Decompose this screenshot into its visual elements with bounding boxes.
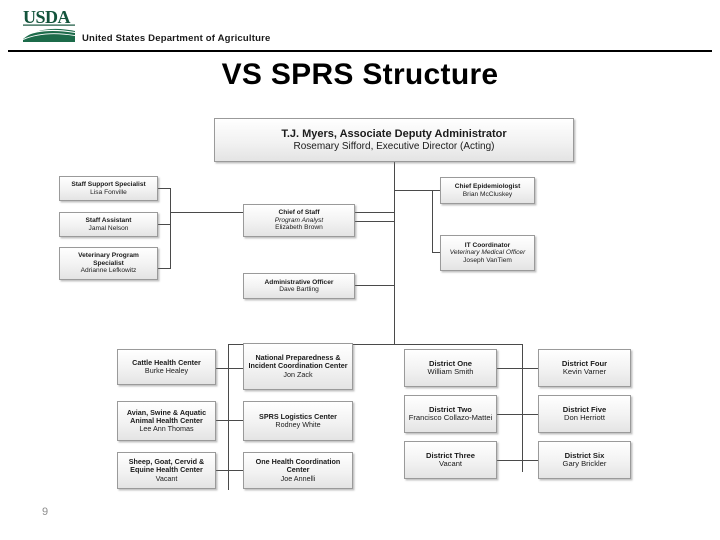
connector-center-left-2 [216, 420, 229, 421]
node-chief-epidemiologist[interactable]: Chief Epidemiologist Brian McCluskey [440, 177, 535, 204]
connector-center-mid-2 [228, 420, 243, 421]
node-district-five[interactable]: District Five Don Herriott [538, 395, 631, 433]
node-title: Veterinary Program Specialist [78, 252, 139, 267]
usda-header: USDA United States Department of Agricul… [0, 0, 720, 52]
page-title: VS SPRS Structure [221, 58, 499, 91]
node-name: Joseph VanTiem [463, 256, 512, 264]
connector-right-staff-1 [432, 190, 440, 191]
node-name: Gary Brickler [562, 459, 607, 468]
node-administrative-officer[interactable]: Administrative Officer Dave Bartling [243, 273, 355, 299]
connector-district-row-2 [497, 414, 538, 415]
connector-district-row-3 [497, 460, 538, 461]
node-title: IT Coordinator [464, 241, 511, 249]
header-divider [8, 50, 712, 52]
node-title: SPRS Logistics Center [259, 411, 337, 421]
node-title: Administrative Officer [264, 278, 334, 286]
connector-top-to-right [394, 190, 432, 191]
node-title: Sheep, Goat, Cervid & Equine Health Cent… [128, 457, 205, 475]
usda-wordmark: United States Department of Agriculture [82, 33, 271, 44]
node-district-two[interactable]: District Two Francisco Collazo-Mattei [404, 395, 497, 433]
node-chief-of-staff[interactable]: Chief of Staff Program Analyst Elizabeth… [243, 204, 355, 237]
connector-lower-left-drop [228, 344, 229, 490]
node-name: Rosemary Sifford, Executive Director (Ac… [293, 140, 495, 152]
node-title: District Five [562, 404, 607, 414]
node-associate-deputy-administrator[interactable]: T.J. Myers, Associate Deputy Administrat… [214, 118, 574, 162]
node-name: Dave Bartling [279, 286, 319, 293]
node-title: Avian, Swine & Aquatic Animal Health Cen… [126, 407, 207, 425]
connector-center-left-1 [216, 368, 229, 369]
node-title: District Three [426, 450, 475, 460]
node-title: Chief Epidemiologist [454, 183, 521, 191]
page-number: 9 [42, 506, 49, 518]
node-title: District One [428, 358, 473, 368]
connector-center-mid-1 [228, 368, 243, 369]
connector-district-row-1 [497, 368, 538, 369]
node-subtitle: Program Analyst [274, 216, 324, 224]
org-chart: T.J. Myers, Associate Deputy Administrat… [0, 104, 720, 504]
connector-left-staff-2 [158, 224, 171, 225]
node-staff-assistant[interactable]: Staff Assistant Jamal Nelson [59, 212, 158, 237]
connector-chief-of-staff [355, 221, 394, 222]
node-veterinary-program-specialist[interactable]: Veterinary Program Specialist Adrianne L… [59, 247, 158, 280]
node-name: Elizabeth Brown [275, 224, 323, 232]
node-national-preparedness-incident-coordination-center[interactable]: National Preparedness & Incident Coordin… [243, 343, 353, 390]
node-name: Francisco Collazo-Mattei [408, 413, 493, 422]
node-title: Cattle Health Center [132, 357, 201, 367]
node-title: District Two [429, 404, 472, 414]
node-name: Don Herriott [564, 413, 605, 422]
node-name: Jamal Nelson [88, 224, 129, 232]
node-subtitle: Veterinary Medical Officer [449, 249, 526, 257]
node-name: Vacant [155, 473, 178, 483]
connector-center-left-3 [216, 470, 229, 471]
node-staff-support-specialist[interactable]: Staff Support Specialist Lisa Fonville [59, 176, 158, 201]
connector-left-spine [170, 188, 171, 268]
node-name: Lee Ann Thomas [139, 424, 194, 434]
connector-right-staff-2 [432, 252, 440, 253]
node-district-four[interactable]: District Four Kevin Varner [538, 349, 631, 387]
node-name: Brian McCluskey [462, 190, 513, 198]
connector-left-staff-3 [158, 268, 171, 269]
node-district-six[interactable]: District Six Gary Brickler [538, 441, 631, 479]
node-name: Jon Zack [283, 369, 313, 379]
node-title: District Six [564, 450, 605, 460]
node-name: Lisa Fonville [90, 188, 127, 196]
connector-left-staff-1 [158, 188, 171, 189]
connector-center-mid-3 [228, 470, 243, 471]
node-cattle-health-center[interactable]: Cattle Health Center Burke Healey [117, 349, 216, 385]
node-district-one[interactable]: District One William Smith [404, 349, 497, 387]
node-avian-swine-aquatic-animal-health-center[interactable]: Avian, Swine & Aquatic Animal Health Cen… [117, 401, 216, 441]
connector-right-spine [432, 190, 433, 252]
node-name: William Smith [427, 367, 474, 376]
node-sprs-logistics-center[interactable]: SPRS Logistics Center Rodney White [243, 401, 353, 441]
node-name: Joe Annelli [280, 473, 316, 483]
usda-logo-icon: USDA [22, 6, 82, 46]
node-title: T.J. Myers, Associate Deputy Administrat… [281, 128, 507, 141]
node-it-coordinator[interactable]: IT Coordinator Veterinary Medical Office… [440, 235, 535, 271]
node-one-health-coordination-center[interactable]: One Health Coordination Center Joe Annel… [243, 452, 353, 489]
node-sheep-goat-cervid-equine-health-center[interactable]: Sheep, Goat, Cervid & Equine Health Cent… [117, 452, 216, 489]
node-name: Kevin Varner [562, 367, 607, 376]
connector-lower-bar [228, 344, 522, 345]
node-name: Vacant [438, 459, 463, 468]
svg-text:USDA: USDA [23, 7, 71, 27]
node-name: Rodney White [275, 420, 321, 429]
connector-admin-officer [355, 285, 394, 286]
node-title: District Four [561, 358, 608, 368]
node-title: Chief of Staff [278, 209, 320, 217]
node-title: One Health Coordination Center [255, 457, 341, 475]
node-title: Staff Support Specialist [71, 181, 146, 189]
connector-trunk-main [394, 162, 395, 344]
node-district-three[interactable]: District Three Vacant [404, 441, 497, 479]
node-name: Adrianne Lefkowitz [80, 267, 137, 275]
connector-lower-right-drop [522, 344, 523, 472]
node-title: National Preparedness & Incident Coordin… [248, 353, 348, 371]
node-name: Burke Healey [144, 366, 189, 375]
node-title: Staff Assistant [85, 217, 132, 225]
